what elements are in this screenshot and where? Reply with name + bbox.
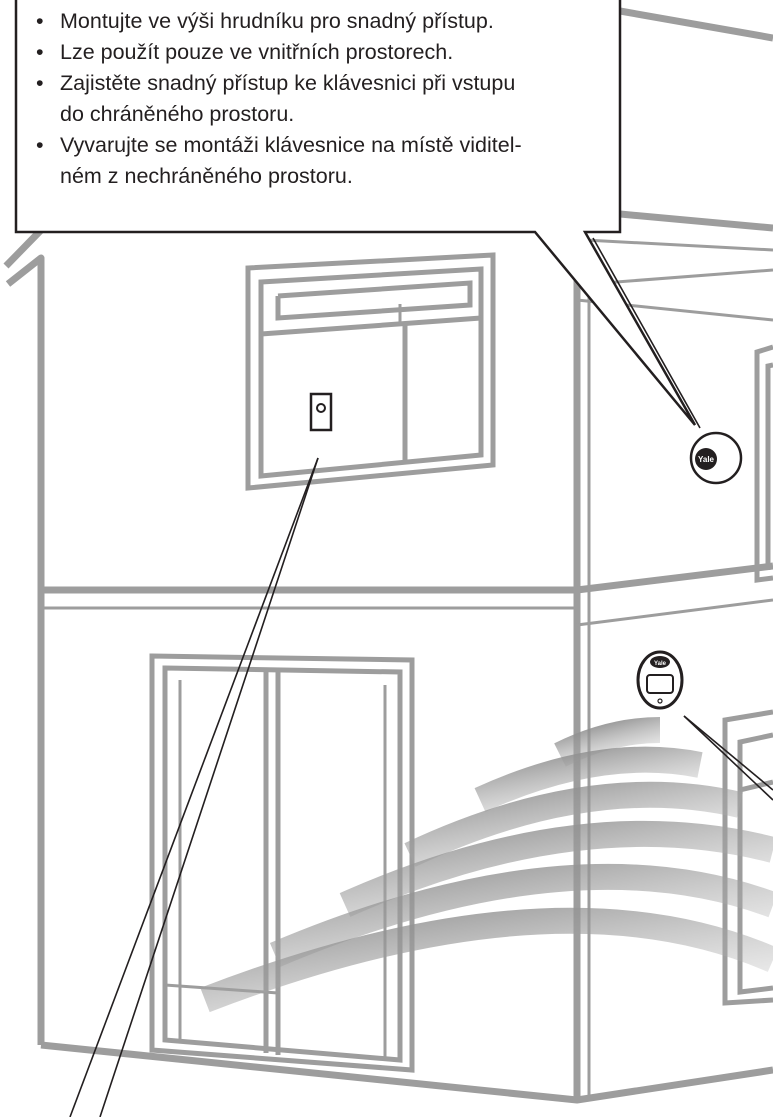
window-transom (260, 315, 482, 337)
roof-line-right-mid (619, 210, 773, 232)
door-contact-pointer (592, 237, 701, 429)
wave-6 (200, 907, 773, 1013)
floor-band (41, 562, 773, 594)
roof-line-right-top (619, 7, 773, 42)
left-wall (5, 254, 45, 1045)
callout-text: • Montujte ve výši hrudníku pro snadný p… (36, 6, 616, 192)
bullet-item: • Vyvarujte se montáži klávesnice na mís… (36, 130, 616, 192)
bullet-dot-icon: • (36, 133, 44, 157)
house-outline (3, 7, 773, 1104)
bullet-text: Lze použít pouze ve vnitřních prostorech… (60, 40, 454, 64)
yale-logo-text: Yale (698, 455, 715, 464)
pir-logo-text: Yale (654, 661, 667, 667)
right-lower-transom (739, 779, 773, 793)
keypad-pointer-lines (69, 457, 319, 1117)
wave-5 (269, 863, 773, 967)
right-lower-inner (737, 732, 773, 995)
callout-outline (14, 0, 697, 426)
window-top-pane (275, 280, 473, 321)
bullet-dot-icon: • (36, 9, 44, 33)
pir-pointer-a (683, 715, 773, 791)
bullet-dot-icon: • (36, 40, 44, 64)
upper-window (245, 252, 496, 491)
right-window-frame (754, 344, 773, 583)
pir-logo-badge (650, 656, 670, 668)
bullet-text: Vyvarujte se montáži klávesnice na místě… (60, 133, 522, 188)
floor-band-lower-right (576, 598, 773, 627)
patio-door (149, 653, 415, 1073)
wave-2 (474, 746, 703, 812)
window-frame-outer (245, 252, 496, 491)
window-frame-inner (258, 266, 484, 479)
bullet-item: • Montujte ve výši hrudníku pro snadný p… (36, 6, 616, 37)
right-upper-window (754, 344, 773, 583)
right-lower-window (722, 709, 773, 1006)
wave-1 (554, 717, 661, 767)
keypad-device (309, 392, 333, 432)
bullet-dot-icon: • (36, 71, 44, 95)
pir-indicator (657, 698, 663, 704)
right-lower-frame (722, 709, 773, 1006)
door-frame-outer (149, 653, 415, 1073)
pir-pointer-b (683, 715, 773, 801)
ground-line (40, 1041, 773, 1104)
roof-inner-line (584, 238, 773, 252)
bullet-item: • Zajistěte snadný přístup ke klávesnici… (36, 68, 616, 130)
keypad-button (316, 403, 326, 413)
bullet-text: Zajistěte snadný přístup ke klávesnici p… (60, 71, 516, 126)
wave-4 (339, 820, 773, 917)
wave-3 (404, 781, 743, 867)
yale-logo-icon (695, 448, 717, 470)
pir-lens (646, 674, 674, 694)
pir-detector-device: Yale (636, 650, 773, 801)
door-contact-device: Yale (592, 237, 743, 485)
detection-waves (200, 717, 773, 1013)
bullet-text: Montujte ve výši hrudníku pro snadný pří… (60, 9, 494, 33)
right-window-inner (765, 362, 773, 570)
callout-box (14, 0, 697, 426)
bullet-item: • Lze použít pouze ve vnitřních prostore… (36, 37, 616, 68)
door-frame-inner (162, 665, 403, 1063)
